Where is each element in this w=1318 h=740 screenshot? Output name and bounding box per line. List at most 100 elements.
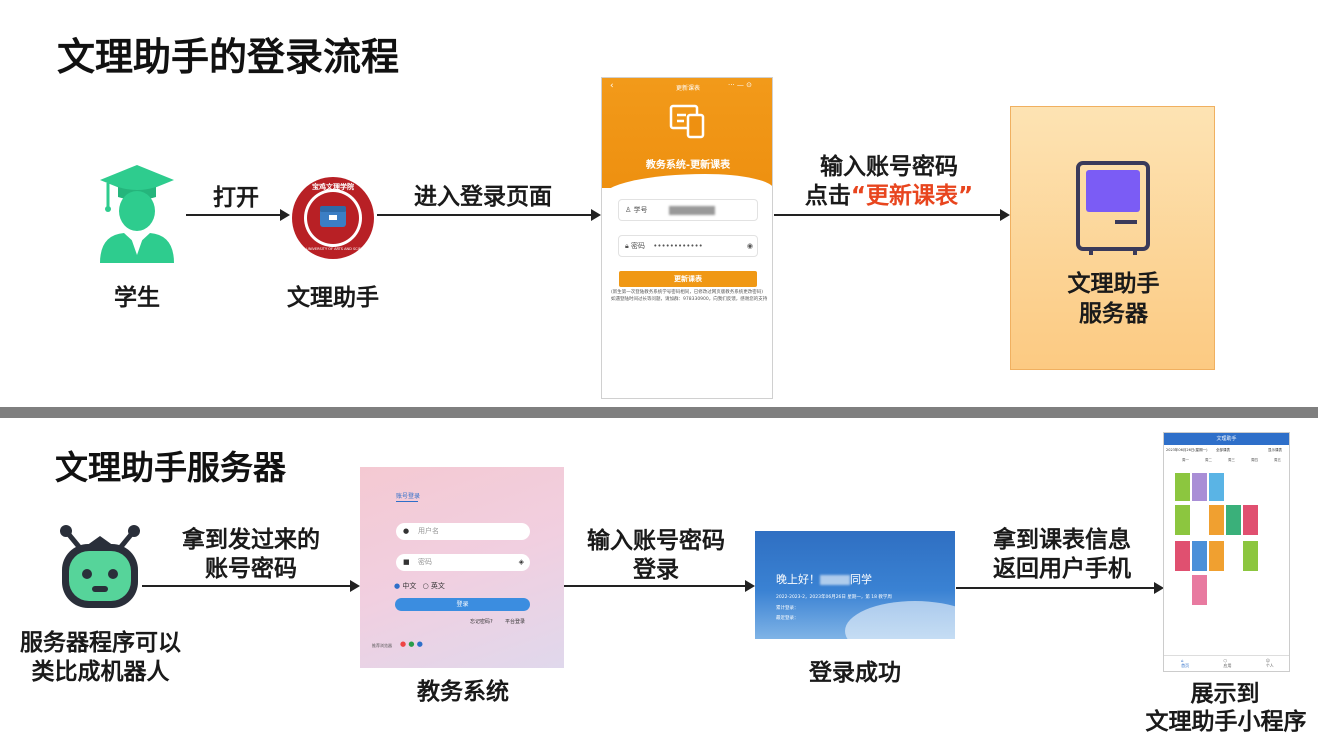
greeting-suffix: 同学 — [850, 573, 872, 586]
username-input[interactable]: ● 用户名 — [396, 523, 530, 540]
note-line2: 如遇登陆时间过长等问题，请加群：978330900，向我们反馈，感谢您的支持 — [611, 297, 768, 302]
blurred-id — [669, 206, 715, 215]
note-line1: (新生第一次登陆教务系统学号密码相同，已修改过网页版教务系统更改密码) — [611, 290, 764, 295]
platform-link[interactable]: 平台登录 — [505, 619, 526, 625]
open-label: 打开 — [213, 185, 259, 211]
edu-label: 教务系统 — [417, 679, 509, 705]
server-icon — [1075, 160, 1151, 256]
nav-apps[interactable]: ⬡应用 — [1223, 658, 1232, 668]
password-value: •••••••••••• — [653, 242, 703, 250]
university-logo — [291, 176, 375, 260]
course-cell[interactable] — [1175, 505, 1190, 535]
logo-sub: BAOJI UNIVERSITY OF ARTS AND SCIENCES — [295, 247, 371, 251]
menu-icon[interactable]: ··· — ⊙ — [728, 81, 752, 89]
arrow-login — [564, 580, 755, 592]
devices-icon — [668, 103, 710, 139]
update-schedule-screen: ‹ 更新课表 ··· — ⊙ 教务系统-更新课表 ♙ 学号 🔒︎ 密码 ••••… — [601, 77, 773, 399]
user-icon: ● — [403, 527, 410, 535]
student-id-field[interactable]: ♙ 学号 — [618, 199, 758, 221]
student-label: 学生 — [114, 285, 160, 311]
return-label-line2: 返回用户手机 — [993, 556, 1131, 582]
course-cell[interactable] — [1192, 473, 1207, 501]
input-label-line2: 点击“更新课表” — [796, 182, 982, 211]
section1-title: 文理助手的登录流程 — [57, 35, 400, 79]
day-fri: 周五 — [1274, 458, 1281, 462]
robot-icon — [56, 522, 144, 610]
get-label-line2: 账号密码 — [205, 556, 297, 582]
day-wed: 周三 — [1228, 458, 1235, 462]
mini-nav-bar: ⌂首页 ⬡应用 ☺个人 — [1164, 655, 1289, 671]
banner-title: 教务系统-更新课表 — [645, 160, 731, 171]
nav-profile[interactable]: ☺个人 — [1265, 658, 1274, 668]
logo-text: 宝鸡文理学院 — [312, 183, 354, 191]
server-label-line1: 文理助手 — [1067, 271, 1160, 297]
radio-checked-icon: ● — [394, 582, 401, 590]
course-cell[interactable] — [1243, 541, 1258, 571]
app-label: 文理助手 — [287, 285, 379, 311]
edu-login-page: 账号登录 ● 用户名 ■ 密码 ◈ ● 中文 ○ 英文 登录 忘记密码? 平台登… — [360, 467, 564, 668]
mini-title: 文理助手 — [1216, 436, 1237, 442]
nav-home[interactable]: ⌂首页 — [1181, 658, 1190, 668]
blurred-name — [820, 575, 850, 585]
update-schedule-button[interactable]: 更新课表 — [619, 271, 757, 287]
server-label-line2: 服务器 — [1079, 301, 1148, 327]
course-cell[interactable] — [1175, 473, 1190, 501]
course-cell[interactable] — [1226, 505, 1241, 535]
password-placeholder: 密码 — [418, 558, 432, 566]
course-cell[interactable] — [1209, 541, 1224, 571]
mini-filter[interactable]: 全部课表 — [1216, 448, 1230, 452]
course-cell[interactable] — [1192, 575, 1207, 605]
mini-title-bar: 文理助手 — [1164, 433, 1289, 445]
input-label-line1: 输入账号密码 — [820, 154, 958, 180]
student-icon — [90, 163, 184, 265]
day-thu: 周四 — [1251, 458, 1258, 462]
login-button[interactable]: 登录 — [395, 598, 530, 611]
greeting: 晚上好！同学 — [776, 571, 872, 587]
mini-toggle[interactable]: 显示课表 — [1268, 448, 1282, 452]
arrow-return — [956, 582, 1164, 594]
forgot-link[interactable]: 忘记密码? — [470, 619, 493, 625]
radio-unchecked-icon: ○ — [422, 582, 429, 590]
lock-icon: ■ — [403, 558, 410, 566]
account-login-tab[interactable]: 账号登录 — [396, 493, 421, 500]
lock-icon: 🔒︎ — [625, 242, 631, 250]
day-tue: 周二 — [1205, 458, 1212, 462]
arrow-get — [142, 580, 360, 592]
course-cell[interactable] — [1175, 541, 1190, 571]
student-id-label: 学号 — [633, 206, 648, 214]
section2-title: 文理助手服务器 — [55, 448, 286, 487]
robot-label-line2: 类比成机器人 — [31, 659, 170, 685]
course-cell[interactable] — [1192, 541, 1207, 571]
password-field[interactable]: 🔒︎ 密码 •••••••••••• ◉ — [618, 235, 758, 257]
recent-login: 最近登录： — [776, 616, 799, 621]
mini-day-headers: 周一 周二 周三 周四 周五 — [1174, 458, 1289, 463]
topbar-title: 更新课表 — [675, 85, 700, 92]
course-cell[interactable] — [1209, 505, 1224, 535]
eye-icon[interactable]: ◈ — [518, 558, 524, 566]
password-input[interactable]: ■ 密码 ◈ — [396, 554, 530, 571]
lang-en: 英文 — [430, 582, 445, 590]
success-label: 登录成功 — [809, 660, 901, 686]
server-box: 文理助手 服务器 — [1010, 106, 1215, 370]
password-label: 密码 — [630, 242, 645, 250]
robot-label-line1: 服务器程序可以 — [20, 630, 181, 656]
eye-icon[interactable]: ◉ — [746, 242, 753, 250]
browser-icons: ● ● ● — [400, 640, 423, 648]
arrow-open — [186, 209, 290, 221]
login-success-screen: 晚上好！同学 2022-2023-2，2023年06月26日 星期一，第 18 … — [755, 531, 955, 639]
get-label-line1: 拿到发过来的 — [182, 527, 320, 553]
login-label-line1: 输入账号密码 — [587, 528, 725, 554]
course-cell[interactable] — [1243, 505, 1258, 535]
show-label-line1: 展示到 — [1190, 681, 1260, 707]
user-icon: ♙ — [625, 206, 634, 214]
lang-cn: 中文 — [402, 582, 417, 590]
course-cell[interactable] — [1209, 473, 1224, 501]
term-line: 2022-2023-2，2023年06月26日 星期一，第 18 教学周 — [776, 595, 892, 600]
back-icon[interactable]: ‹ — [610, 81, 614, 91]
mini-program-screen: 文理助手 2023年06月26日(星期一) 全部课表 显示课表 周一 周二 周三… — [1163, 432, 1290, 672]
show-label-line2: 文理助手小程序 — [1145, 709, 1307, 735]
input-label-prefix: 点击 — [804, 183, 851, 209]
username-placeholder: 用户名 — [418, 527, 439, 535]
language-options[interactable]: ● 中文 ○ 英文 — [394, 581, 445, 591]
day-mon: 周一 — [1182, 458, 1189, 462]
